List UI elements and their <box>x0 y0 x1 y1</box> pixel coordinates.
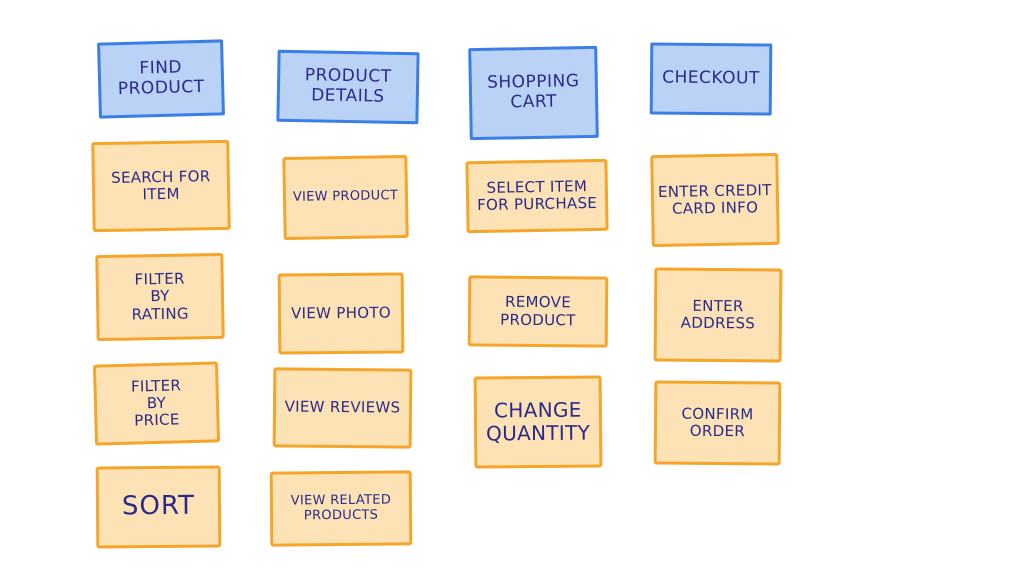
card-label: Select Itemfor Purchase <box>477 176 598 215</box>
card-label: ConfirmOrder <box>681 404 754 441</box>
card-label: Checkout <box>662 67 760 89</box>
card-label: View Reviews <box>284 397 401 417</box>
story-card-filter-by-rating: FilterbyRating <box>95 252 225 342</box>
card-label: FilterbyPrice <box>130 375 182 430</box>
epic-card-checkout: Checkout <box>649 42 773 116</box>
card-label: ShoppingCart <box>486 71 580 113</box>
story-card-confirm-order: ConfirmOrder <box>653 380 782 466</box>
card-label: FilterbyRating <box>131 269 190 324</box>
card-label: ChangeQuantity <box>485 397 591 446</box>
story-card-view-related-products: View RelatedProducts <box>269 470 413 547</box>
card-label: Sort <box>121 490 196 522</box>
epic-card-find-product: FindProduct <box>97 39 225 119</box>
story-card-view-photo: View Photo <box>277 272 405 355</box>
card-label: ProductDetails <box>304 65 392 107</box>
story-card-view-reviews: View Reviews <box>272 367 413 449</box>
card-label: FindProduct <box>117 57 205 100</box>
story-card-select-item-for-purchase: Select Itemfor Purchase <box>465 158 609 234</box>
story-card-sort: Sort <box>95 465 222 549</box>
story-card-change-quantity: ChangeQuantity <box>473 375 603 469</box>
story-card-filter-by-price: FilterbyPrice <box>92 361 221 446</box>
story-card-enter-credit-card-info: Enter CreditCard Info <box>650 152 780 248</box>
card-label: RemoveProduct <box>500 292 576 329</box>
card-label: View RelatedProducts <box>290 492 392 523</box>
card-label: View Photo <box>290 303 392 323</box>
story-card-remove-product: RemoveProduct <box>467 275 609 348</box>
story-card-view-product: View Product <box>282 154 409 241</box>
story-card-enter-address: Enter Address <box>653 267 783 363</box>
card-label: Enter Address <box>680 296 756 333</box>
card-label: Enter CreditCard Info <box>657 180 772 218</box>
epic-card-product-details: ProductDetails <box>276 49 420 125</box>
story-card-search-for-item: Search ForItem <box>91 139 231 233</box>
epic-card-shopping-cart: ShoppingCart <box>468 45 599 141</box>
card-label: Search ForItem <box>111 166 211 204</box>
card-label: View Product <box>292 188 399 205</box>
